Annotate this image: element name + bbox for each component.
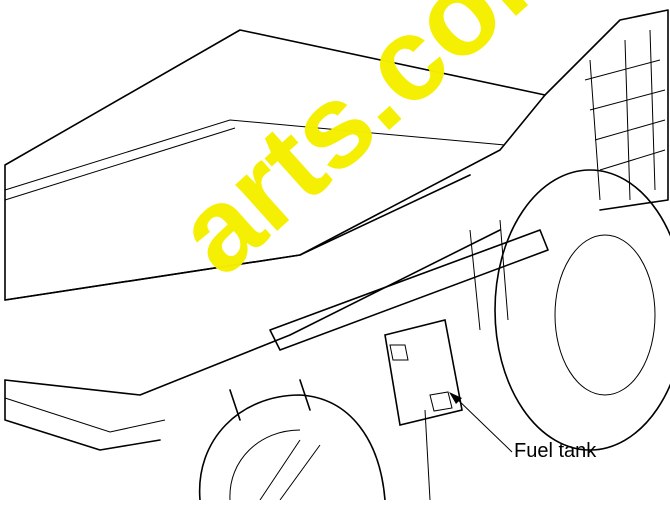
fuel-tank-label: Fuel tank (514, 440, 597, 462)
dump-body-lower-side (4, 229, 501, 396)
dump-body-seam (4, 127, 236, 201)
dump-body-side (4, 174, 471, 301)
cab-pillars (589, 29, 656, 201)
front-wheel-hub (554, 234, 656, 396)
callout-arrowhead (449, 392, 462, 404)
fuel-tank-bracket (389, 344, 409, 361)
cab-ladder (584, 59, 666, 171)
dump-body-inner-edge (4, 119, 506, 191)
dump-body-rim (4, 397, 166, 433)
rear-wheel-tread (229, 429, 321, 501)
frame-strut (469, 219, 509, 331)
front-wheel (494, 169, 670, 451)
callout-leader-line (454, 396, 513, 453)
dump-body-bottom (4, 379, 161, 451)
lower-leader-line (424, 409, 431, 501)
frame-rail (269, 229, 549, 351)
fuel-tank (384, 319, 463, 426)
cab-frame (544, 9, 669, 211)
rear-wheel (198, 394, 386, 501)
lower-support (229, 379, 311, 421)
fuel-tank-cap (429, 391, 453, 412)
